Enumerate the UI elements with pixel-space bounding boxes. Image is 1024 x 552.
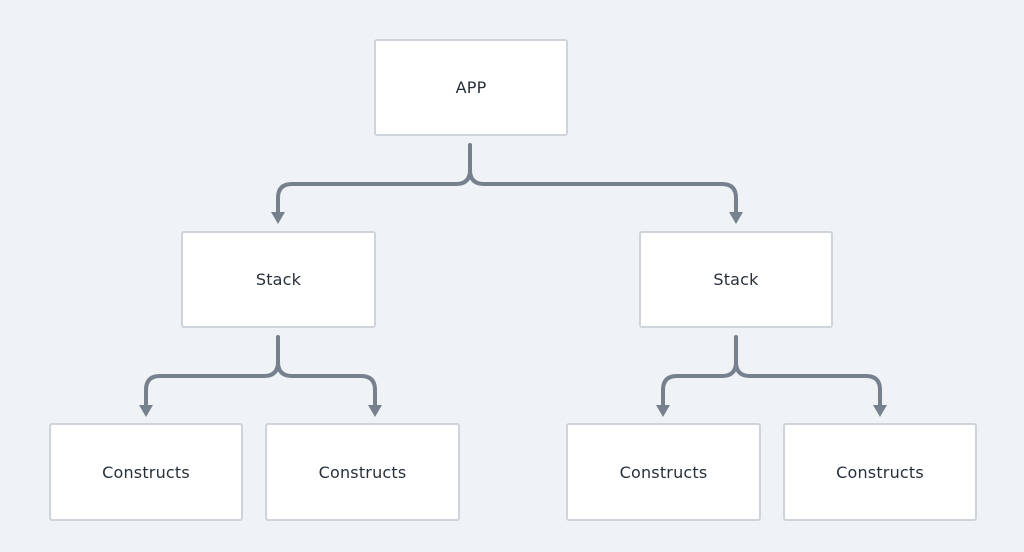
arrowhead-construct-3 [656, 405, 670, 417]
stack-node-label: Stack [713, 270, 759, 289]
constructs-node-label: Constructs [836, 462, 924, 482]
connector-left-stack-to-constructs [144, 335, 377, 408]
constructs-node-1: Constructs [49, 423, 243, 521]
stack-node-right: Stack [639, 231, 833, 328]
constructs-node-label: Constructs [102, 462, 190, 482]
constructs-node-3: Constructs [566, 423, 761, 521]
arrowhead-left-stack [271, 212, 285, 224]
arrowhead-construct-4 [873, 405, 887, 417]
constructs-node-4: Constructs [783, 423, 977, 521]
constructs-node-label: Constructs [318, 462, 407, 482]
arrowhead-construct-2 [368, 405, 382, 417]
arrowhead-right-stack [729, 212, 743, 224]
app-node: APP [374, 39, 568, 136]
app-node-label: APP [455, 78, 487, 97]
connector-right-stack-to-constructs [661, 335, 882, 408]
constructs-node-2: Constructs [265, 423, 460, 521]
connector-app-to-stacks [276, 143, 738, 216]
stack-node-label: Stack [255, 270, 302, 289]
stack-node-left: Stack [181, 231, 376, 328]
constructs-node-label: Constructs [619, 462, 708, 482]
arrowhead-construct-1 [139, 405, 153, 417]
